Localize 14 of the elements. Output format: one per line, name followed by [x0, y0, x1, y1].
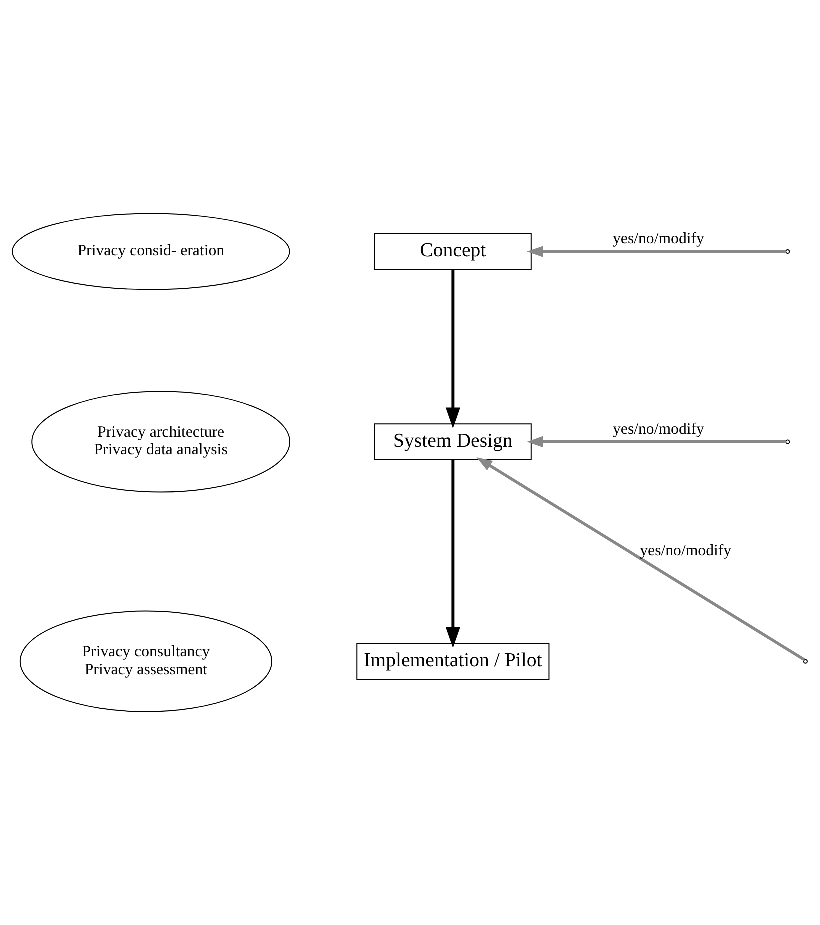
arrow: [527, 436, 786, 448]
arrow: [527, 246, 786, 257]
arrow: [476, 457, 806, 661]
node-ellipse: Privacy consultancy Privacy assessment: [20, 610, 273, 712]
node-box: Concept: [374, 232, 532, 270]
edge-label: yes/no/modify: [613, 230, 704, 248]
node-box: Implementation / Pilot: [356, 642, 550, 680]
edge-label: yes/no/modify: [613, 420, 704, 438]
node-ellipse: Privacy consid- eration: [12, 212, 290, 290]
arrow: [446, 269, 460, 428]
node-box: System Design: [374, 423, 532, 460]
arrow: [446, 460, 460, 648]
edge-label: yes/no/modify: [640, 542, 732, 560]
node-ellipse: Privacy architecture Privacy data analysis: [32, 390, 290, 492]
